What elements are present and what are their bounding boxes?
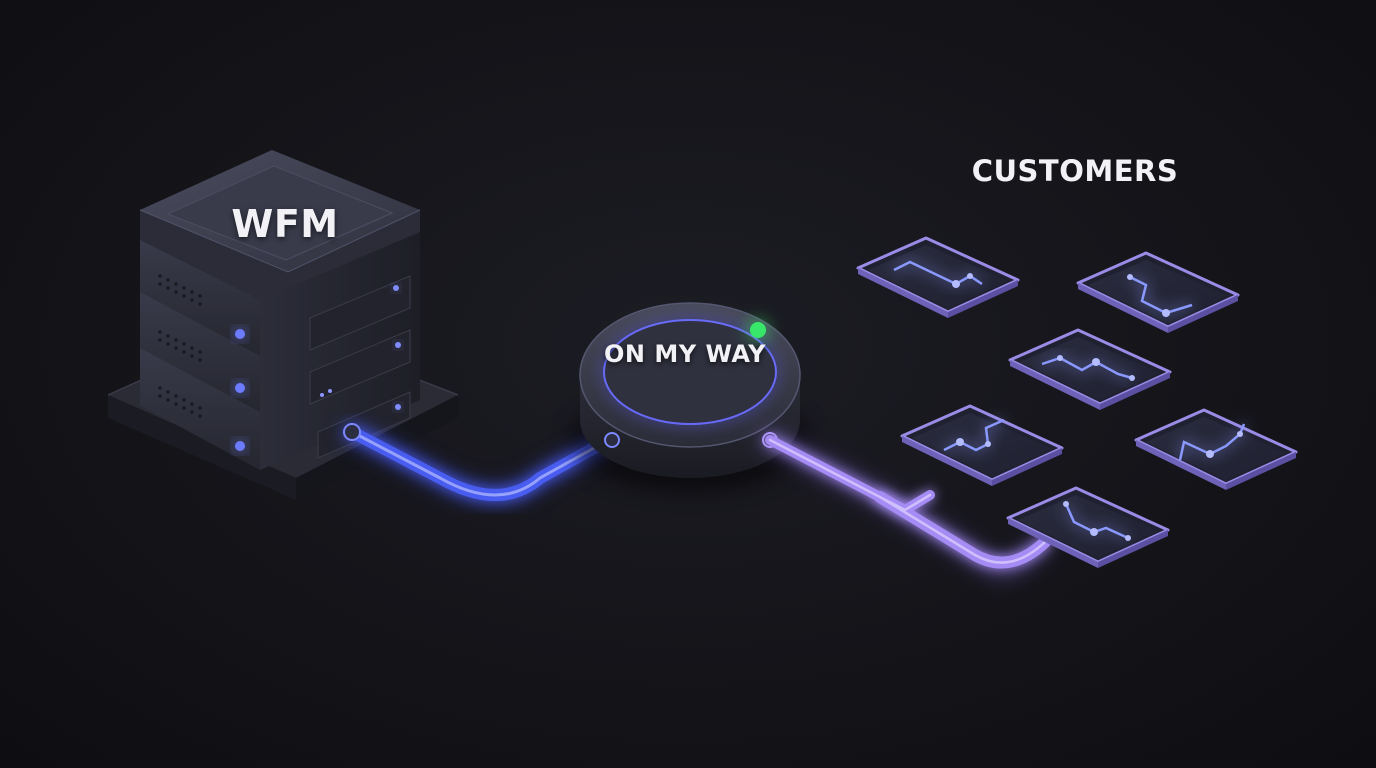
server-label: WFM <box>231 202 339 246</box>
server-stack <box>139 150 421 470</box>
server-top-lid <box>139 150 421 300</box>
server-to-hub-link <box>341 421 623 506</box>
customers-label: CUSTOMERS <box>971 154 1179 188</box>
customer-devices <box>856 236 1298 568</box>
customer-phone <box>1134 408 1298 490</box>
on-my-way-hub <box>570 302 810 492</box>
customer-phone <box>1008 328 1172 410</box>
customer-phone <box>1006 486 1170 568</box>
customer-phone <box>900 404 1064 486</box>
hub-label: ON MY WAY <box>603 340 766 368</box>
customer-phone <box>1076 251 1240 333</box>
server-tier-upper <box>140 226 420 356</box>
status-light-icon <box>750 322 766 338</box>
customer-phone <box>856 236 1020 318</box>
hub-to-customers-link <box>759 429 1051 580</box>
